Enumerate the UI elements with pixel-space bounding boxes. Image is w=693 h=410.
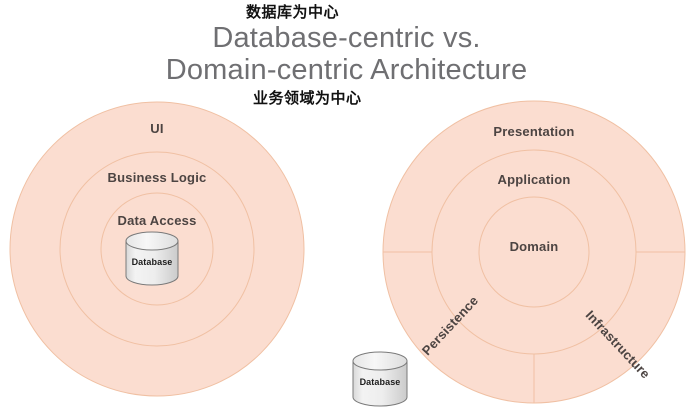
bottom-database-label: Database: [359, 377, 401, 387]
left-ring-label-data-access: Data Access: [117, 213, 197, 228]
right-ring-label-presentation: Presentation: [493, 124, 575, 139]
cylinder-top: [352, 351, 408, 371]
right-ring-inner-domain: [478, 196, 590, 308]
cylinder-body: [125, 240, 179, 286]
right-architecture-circle: [382, 100, 686, 404]
left-database-cylinder: [125, 231, 179, 286]
annotation-domain-centric-cn: 业务领域为中心: [253, 89, 362, 107]
left-ring-label-ui: UI: [150, 121, 164, 136]
cylinder-top: [125, 231, 179, 251]
page-title-line-1: Database-centric vs.: [212, 22, 481, 54]
annotation-database-centric-cn: 数据库为中心: [246, 3, 340, 21]
left-database-label: Database: [131, 257, 173, 267]
left-ring-label-business-logic: Business Logic: [107, 170, 207, 185]
right-ring-label-domain: Domain: [509, 239, 559, 254]
cylinder-body: [352, 360, 408, 407]
bottom-database-cylinder: [352, 351, 408, 407]
page-title-line-2: Domain-centric Architecture: [165, 54, 528, 86]
right-ring-label-application: Application: [497, 172, 571, 187]
